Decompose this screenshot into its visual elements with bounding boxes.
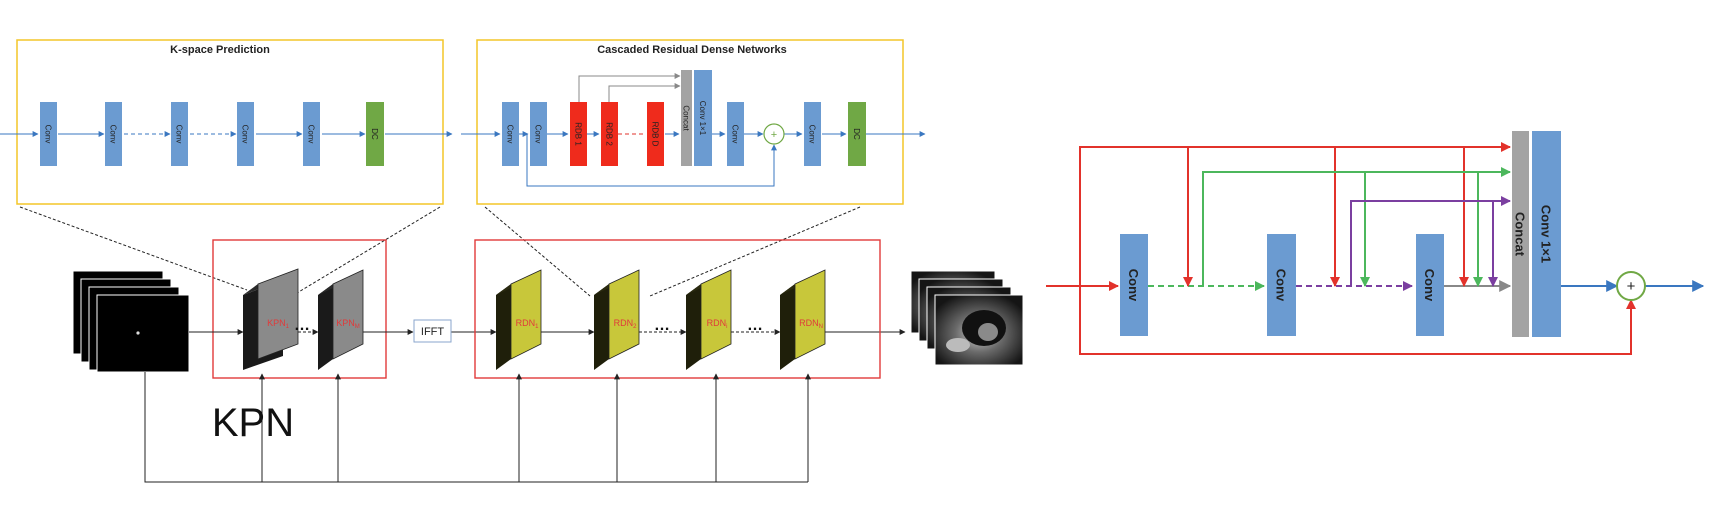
svg-text:KPN1: KPN1 — [267, 318, 290, 330]
svg-text:Conv: Conv — [534, 125, 543, 144]
output-mri-stack — [910, 270, 1024, 366]
crdn-dc-block: DC — [848, 102, 866, 166]
svg-text:Conv 1×1: Conv 1×1 — [698, 101, 707, 136]
kpn-group-box — [212, 239, 387, 379]
crdn-conv-block-c: Conv — [727, 102, 744, 166]
svg-text:Conv: Conv — [241, 125, 250, 144]
svg-text:Conv: Conv — [1126, 269, 1141, 302]
rdb-conv-block-2: Conv — [1267, 234, 1296, 336]
rdn-n-block: RDNN — [780, 269, 826, 370]
svg-text:RDN2: RDN2 — [614, 318, 638, 330]
kpn-1-block: KPN1 — [243, 268, 299, 370]
rdb-1-block: RDB 1 — [570, 102, 587, 166]
svg-text:KPNM: KPNM — [336, 318, 360, 330]
svg-text:Conv: Conv — [175, 125, 184, 144]
kspace-conv-block-3: Conv — [171, 102, 188, 166]
rdb-conv-block-1: Conv — [1120, 234, 1148, 336]
crdn-conv-block-d: Conv — [804, 102, 821, 166]
svg-text:Conv: Conv — [109, 125, 118, 144]
svg-text:Conv: Conv — [1422, 269, 1437, 302]
crdn-panel-border — [476, 39, 904, 205]
ifft-block: IFFT — [413, 319, 452, 343]
rdb-2-block: RDB 2 — [601, 102, 618, 166]
svg-text:Concat: Concat — [682, 105, 691, 131]
svg-text:Conv: Conv — [731, 125, 740, 144]
crdn-conv-block-a: Conv — [502, 102, 519, 166]
svg-text:RDB 2: RDB 2 — [605, 122, 614, 146]
svg-text:DC: DC — [370, 128, 379, 140]
pipeline: KPN1 … KPNM IFFT RDN1 RDN2 — [72, 239, 1024, 483]
svg-text:DC: DC — [852, 128, 861, 140]
rdn-1-block: RDN1 — [496, 269, 542, 370]
crdn-conv-1x1-block: Conv 1×1 — [694, 70, 712, 166]
rdb-d-block: RDB D — [647, 102, 664, 166]
crdn-conv-block-b: Conv — [530, 102, 547, 166]
input-kspace-stack — [72, 270, 190, 373]
svg-text:Conv: Conv — [307, 125, 316, 144]
svg-text:RDB 1: RDB 1 — [574, 122, 583, 146]
zoom-guide-lines — [19, 206, 861, 297]
rdn-2-block: RDN2 — [594, 269, 640, 370]
kspace-conv-block-4: Conv — [237, 102, 254, 166]
svg-text:Conv 1×1: Conv 1×1 — [1539, 205, 1554, 263]
svg-text:Conv: Conv — [506, 125, 515, 144]
kspace-conv-block-5: Conv — [303, 102, 320, 166]
rdn-ellipsis-1: … — [654, 317, 670, 334]
crdn-panel-title: Cascaded Residual Dense Networks — [597, 44, 787, 56]
rdb-detail-diagram: Conv Conv Conv Concat Conv 1×1 + — [1046, 131, 1705, 355]
kspace-conv-block-2: Conv — [105, 102, 122, 166]
rdb-sum-node: + — [1616, 271, 1646, 301]
kspace-prediction-panel: K-space Prediction Conv Conv Conv Conv C… — [0, 39, 453, 205]
svg-text:Conv: Conv — [808, 125, 817, 144]
rdn-ellipsis-2: … — [747, 317, 763, 334]
kspace-panel-border — [16, 39, 444, 205]
rdn-i-block: RDNi — [686, 269, 732, 370]
svg-text:RDNN: RDNN — [799, 318, 823, 330]
crdn-sum-node: + — [763, 123, 785, 145]
kspace-conv-block-1: Conv — [40, 102, 57, 166]
svg-text:IFFT: IFFT — [421, 326, 444, 338]
svg-text:+: + — [1627, 278, 1636, 295]
crdn-panel: Cascaded Residual Dense Networks Conv Co… — [461, 39, 926, 205]
feedback-lines — [144, 372, 811, 483]
rdb-conv-block-3: Conv — [1416, 234, 1444, 336]
svg-text:Concat: Concat — [1513, 212, 1528, 257]
rdb-concat-block: Concat — [1512, 131, 1529, 337]
svg-text:Conv: Conv — [44, 125, 53, 144]
kpn-ellipsis: … — [294, 317, 310, 334]
crdn-concat-block: Concat — [681, 70, 692, 166]
kspace-panel-title: K-space Prediction — [170, 44, 270, 56]
kpn-caption: KPN — [212, 401, 294, 445]
svg-text:RDN1: RDN1 — [516, 318, 540, 330]
svg-text:+: + — [771, 129, 777, 141]
kspace-dc-block: DC — [366, 102, 384, 166]
svg-text:Conv: Conv — [1274, 269, 1289, 302]
svg-text:RDNi: RDNi — [707, 318, 728, 330]
rdb-conv-1x1-block: Conv 1×1 — [1532, 131, 1561, 337]
kpn-m-block: KPNM — [318, 269, 364, 370]
svg-text:RDB D: RDB D — [651, 122, 660, 147]
rdn-group-box — [474, 239, 881, 379]
